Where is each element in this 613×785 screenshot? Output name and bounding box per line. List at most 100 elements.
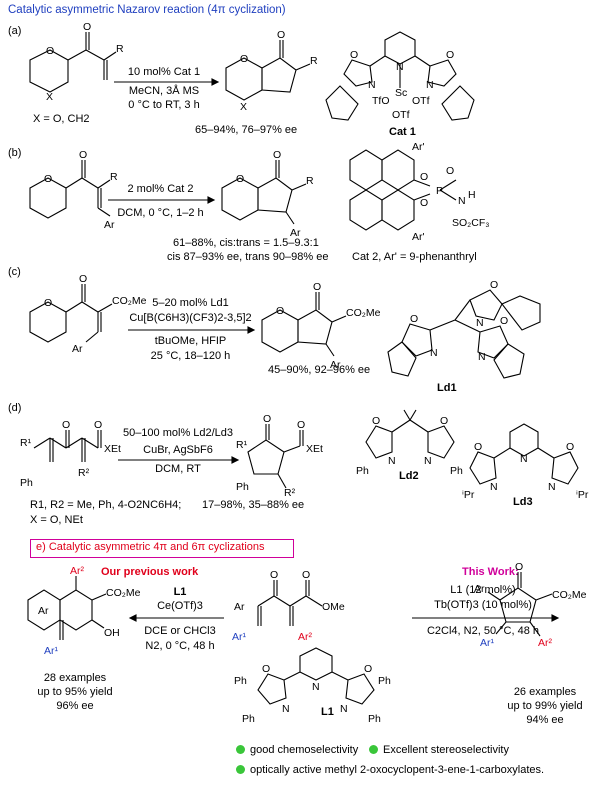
section-b-cond-2: DCM, 0 °C, 1–2 h	[117, 207, 204, 219]
svg-text:O: O	[474, 441, 482, 453]
svg-text:R¹: R¹	[236, 439, 248, 451]
svg-text:Ar: Ar	[234, 601, 245, 613]
previous-cond-4: N2, 0 °C, 48 h	[145, 640, 215, 652]
svg-text:Ar²: Ar²	[70, 565, 85, 577]
svg-text:N: N	[520, 453, 528, 465]
svg-text:OTf: OTf	[412, 95, 430, 107]
svg-text:O: O	[273, 149, 281, 161]
svg-text:Ar²: Ar²	[298, 631, 313, 643]
svg-text:XEt: XEt	[306, 443, 323, 455]
svg-text:N: N	[424, 455, 432, 467]
svg-text:R: R	[310, 55, 318, 67]
svg-text:R: R	[116, 43, 124, 55]
section-a-catalyst-label: Cat 1	[389, 126, 416, 138]
section-e-header-box	[30, 539, 294, 558]
svg-text:O: O	[277, 29, 285, 41]
svg-text:Ar: Ar	[38, 605, 49, 617]
svg-text:N: N	[396, 61, 404, 73]
svg-text:Ar¹: Ar¹	[232, 631, 247, 643]
svg-text:CO₂Me: CO₂Me	[106, 587, 141, 599]
svg-text:Ar: Ar	[72, 343, 83, 355]
ligand-ld3	[469, 423, 579, 485]
ligand-ld2	[365, 409, 455, 459]
previous-product	[27, 576, 107, 640]
svg-text:Ar': Ar'	[412, 141, 425, 153]
svg-text:N: N	[458, 195, 466, 207]
svg-text:Ph: Ph	[378, 675, 391, 687]
section-a-label: (a)	[8, 25, 22, 37]
svg-text:Ar: Ar	[330, 359, 341, 371]
svg-text:XEt: XEt	[104, 443, 121, 455]
section-a-cond-2: MeCN, 3Å MS	[128, 85, 200, 97]
svg-text:N: N	[426, 79, 434, 91]
product-c	[261, 292, 347, 357]
svg-text:R²: R²	[284, 487, 296, 499]
section-a-result: 65–94%, 76–97% ee	[195, 124, 298, 136]
svg-text:Ph: Ph	[242, 713, 255, 725]
svg-text:X: X	[240, 101, 247, 113]
section-d-x-note: X = O, NEt	[30, 514, 83, 526]
this-cond-1: L1 (12 mol%)	[450, 584, 516, 596]
bullet-product-class: optically active methyl 2-oxocyclopent-3…	[236, 764, 544, 777]
svg-text:Ar²: Ar²	[538, 637, 553, 649]
svg-text:CO₂Me: CO₂Me	[552, 589, 587, 601]
previous-result-3: 96% ee	[56, 700, 94, 712]
section-a-cond-1: 10 mol% Cat 1	[127, 66, 201, 78]
svg-text:OTf: OTf	[392, 109, 410, 121]
section-c-cond-2: Cu[B(C6H3)(CF3)2-3,5]2	[129, 312, 252, 324]
scheme-title: Catalytic asymmetric Nazarov reaction (4…	[8, 4, 286, 16]
section-d-ld2-label: Ld2	[399, 470, 419, 482]
svg-text:O: O	[44, 173, 52, 185]
this-result-3: 94% ee	[526, 714, 564, 726]
ligand-ld1	[387, 289, 541, 379]
svg-text:OH: OH	[104, 627, 120, 639]
svg-text:O: O	[240, 53, 248, 65]
section-d-cond-3: DCM, RT	[155, 463, 201, 475]
svg-text:Ar': Ar'	[412, 231, 425, 243]
section-c-ligand-label: Ld1	[437, 382, 457, 394]
svg-text:H: H	[468, 189, 476, 201]
svg-text:Ar: Ar	[104, 219, 115, 231]
bullet-chemoselectivity: good chemoselectivity	[236, 744, 358, 757]
section-b-catalyst-label: Cat 2, Ar' = 9-phenanthryl	[352, 251, 477, 263]
svg-text:N: N	[430, 347, 438, 359]
section-d-substituents: R1, R2 = Me, Ph, 4-O2NC6H4;	[30, 499, 182, 511]
section-c-cond-1: 5–20 mol% Ld1	[152, 297, 229, 309]
svg-text:R²: R²	[78, 467, 90, 479]
bullet-dot-icon	[236, 765, 245, 774]
bullet-dot-icon	[369, 745, 378, 754]
svg-text:OMe: OMe	[322, 601, 345, 613]
svg-text:O: O	[270, 569, 278, 581]
svg-text:Ar¹: Ar¹	[480, 637, 495, 649]
svg-text:O: O	[83, 21, 91, 33]
previous-cond-3: DCE or CHCl3	[144, 625, 216, 637]
section-d-label: (d)	[8, 402, 22, 414]
svg-text:Ph: Ph	[236, 481, 249, 493]
svg-text:Ph: Ph	[450, 465, 463, 477]
section-a-x-note: X = O, CH2	[33, 113, 90, 125]
svg-text:P: P	[436, 185, 443, 197]
this-cond-3: C2Cl4, N2, 50 °C, 48 h	[426, 625, 539, 637]
section-d-ld3-label: Ld3	[513, 496, 533, 508]
catalyst-2	[349, 149, 457, 231]
svg-text:O: O	[302, 569, 310, 581]
svg-text:X: X	[46, 91, 53, 103]
this-result-1: 26 examples	[513, 686, 577, 698]
section-d-result: 17–98%, 35–88% ee	[202, 499, 305, 511]
bullet-dot-icon	[236, 745, 245, 754]
svg-text:O: O	[62, 419, 70, 431]
svg-text:Ph: Ph	[368, 713, 381, 725]
svg-text:O: O	[297, 419, 305, 431]
svg-text:O: O	[490, 279, 498, 291]
svg-text:N: N	[368, 79, 376, 91]
svg-text:O: O	[515, 561, 523, 573]
svg-text:N: N	[478, 351, 486, 363]
svg-text:R: R	[306, 175, 314, 187]
central-substrate	[257, 580, 323, 626]
substrate-a	[29, 32, 117, 93]
svg-text:O: O	[566, 441, 574, 453]
section-b-result-1: 61–88%, cis:trans = 1.5–9.3:1	[173, 237, 319, 249]
substrate-d	[33, 430, 102, 462]
ligand-l1-label: L1	[321, 706, 334, 718]
